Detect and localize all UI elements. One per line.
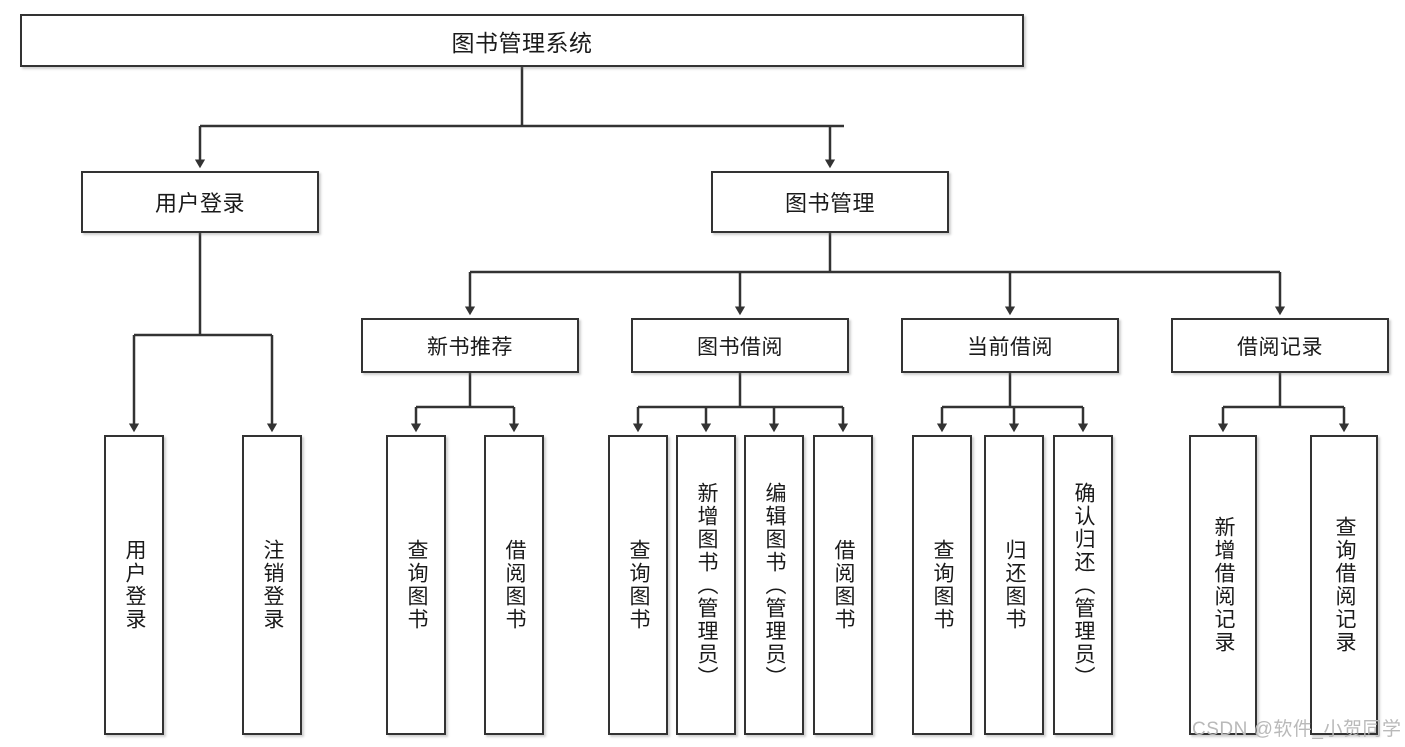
node-user-login-label: 用户登录 bbox=[154, 191, 245, 216]
leaf-logout-label: 注销登录 bbox=[261, 539, 285, 631]
leaf-borrow-book[interactable]: 借阅图书 bbox=[813, 435, 873, 735]
leaf-query-book-recommend-label: 查询图书 bbox=[405, 539, 429, 631]
leaf-return-book[interactable]: 归还图书 bbox=[984, 435, 1044, 735]
leaf-add-borrow-record[interactable]: 新增借阅记录 bbox=[1189, 435, 1257, 735]
node-new-book-recommend-label: 新书推荐 bbox=[427, 335, 513, 359]
leaf-query-borrow-record-label: 查询借阅记录 bbox=[1333, 516, 1357, 654]
node-book-management-label: 图书管理 bbox=[784, 191, 875, 216]
node-current-borrow-label: 当前借阅 bbox=[967, 335, 1053, 359]
leaf-confirm-return-admin[interactable]: 确认归还（管理员） bbox=[1053, 435, 1113, 735]
leaf-borrow-book-recommend[interactable]: 借阅图书 bbox=[484, 435, 544, 735]
leaf-add-borrow-record-label: 新增借阅记录 bbox=[1212, 516, 1236, 654]
leaf-query-borrow-record[interactable]: 查询借阅记录 bbox=[1310, 435, 1378, 735]
leaf-query-book-borrow[interactable]: 查询图书 bbox=[608, 435, 668, 735]
node-root-label: 图书管理系统 bbox=[451, 29, 593, 56]
leaf-query-book-borrow-label: 查询图书 bbox=[627, 539, 651, 631]
node-new-book-recommend[interactable]: 新书推荐 bbox=[361, 318, 579, 373]
node-borrow-record[interactable]: 借阅记录 bbox=[1171, 318, 1389, 373]
node-borrow-record-label: 借阅记录 bbox=[1237, 335, 1323, 359]
leaf-return-book-label: 归还图书 bbox=[1003, 539, 1027, 631]
node-user-login[interactable]: 用户登录 bbox=[81, 171, 319, 233]
leaf-query-book-recommend[interactable]: 查询图书 bbox=[386, 435, 446, 735]
node-book-management[interactable]: 图书管理 bbox=[711, 171, 949, 233]
node-book-borrow-label: 图书借阅 bbox=[697, 335, 783, 359]
watermark-text: CSDN @软件_小贺同学 bbox=[1192, 719, 1402, 740]
leaf-logout[interactable]: 注销登录 bbox=[242, 435, 302, 735]
leaf-borrow-book-label: 借阅图书 bbox=[832, 539, 856, 631]
leaf-query-book-current-label: 查询图书 bbox=[931, 539, 955, 631]
leaf-add-book-admin-label: 新增图书（管理员） bbox=[695, 481, 719, 689]
leaf-user-login[interactable]: 用户登录 bbox=[104, 435, 164, 735]
leaf-edit-book-admin[interactable]: 编辑图书（管理员） bbox=[744, 435, 804, 735]
leaf-add-book-admin[interactable]: 新增图书（管理员） bbox=[676, 435, 736, 735]
node-book-borrow[interactable]: 图书借阅 bbox=[631, 318, 849, 373]
leaf-edit-book-admin-label: 编辑图书（管理员） bbox=[763, 481, 787, 689]
leaf-user-login-label: 用户登录 bbox=[123, 539, 147, 631]
node-current-borrow[interactable]: 当前借阅 bbox=[901, 318, 1119, 373]
node-root[interactable]: 图书管理系统 bbox=[20, 14, 1024, 67]
leaf-borrow-book-recommend-label: 借阅图书 bbox=[503, 539, 527, 631]
leaf-query-book-current[interactable]: 查询图书 bbox=[912, 435, 972, 735]
leaf-confirm-return-admin-label: 确认归还（管理员） bbox=[1072, 481, 1096, 689]
